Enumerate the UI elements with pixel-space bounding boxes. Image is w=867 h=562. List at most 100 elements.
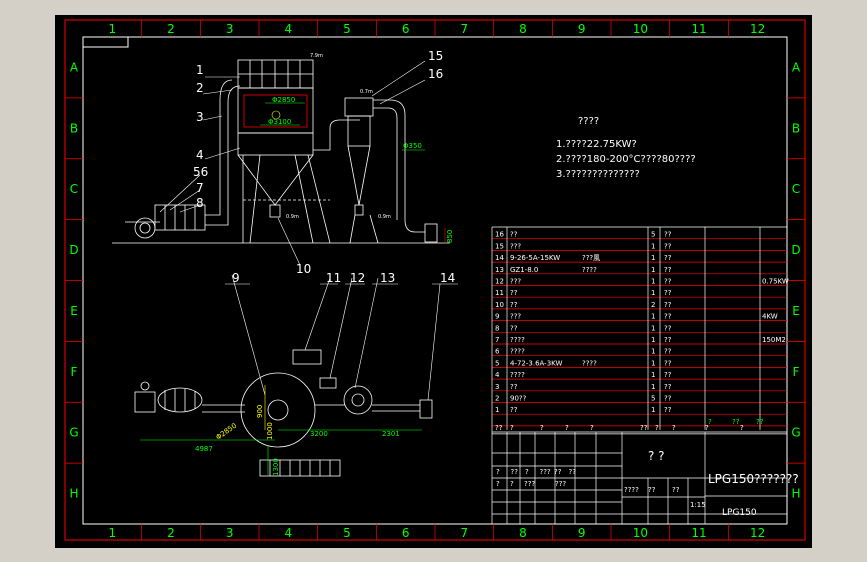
part-qty: 1 xyxy=(651,313,655,321)
notes-line: 1.????22.75KW? xyxy=(556,139,637,150)
part-name: ???? xyxy=(510,336,525,344)
parts-header-cell: ? xyxy=(705,424,709,432)
part-name: ???? xyxy=(510,348,525,356)
title-cell: ?? xyxy=(648,486,656,494)
dim-850: 850 xyxy=(446,230,454,243)
part-number: 12 xyxy=(495,278,504,286)
balloon-1: 1 xyxy=(196,63,204,77)
drawing-number: LPG150 xyxy=(722,508,757,518)
filter-plan xyxy=(134,391,156,413)
part-qty: 1 xyxy=(651,278,655,286)
column-label-bottom: 3 xyxy=(226,526,234,540)
leader-2 xyxy=(202,89,233,95)
part-name: 90?? xyxy=(510,395,527,403)
leader-13 xyxy=(354,277,379,389)
leader-56 xyxy=(159,174,201,213)
part-qty: 1 xyxy=(651,359,655,367)
balloon-10: 10 xyxy=(296,262,311,276)
balloon-2: 2 xyxy=(196,81,204,95)
part-qty: 5 xyxy=(651,231,655,239)
cone-outlet xyxy=(269,204,281,218)
part-number: 5 xyxy=(495,359,499,367)
title-cell: ??? xyxy=(555,480,566,488)
column-label-top: 4 xyxy=(285,22,293,36)
part-qty: 2 xyxy=(651,301,655,309)
title-cell: ??? xyxy=(540,468,551,476)
part-note: 150M2 xyxy=(762,336,786,344)
balloon-13: 13 xyxy=(380,271,395,285)
technical-notes: ????1.????22.75KW?2.????180-200°C????80?… xyxy=(556,116,696,180)
balloon-7: 7 xyxy=(196,181,204,195)
column-label-bottom: 12 xyxy=(750,526,765,540)
part-material: ?? xyxy=(664,266,672,274)
air-duct-left2 xyxy=(205,85,241,226)
leg-mid xyxy=(249,154,261,244)
row-label-left: F xyxy=(71,365,78,379)
nozzle-marker xyxy=(271,110,281,120)
part-qty: 1 xyxy=(651,406,655,414)
cyclone-body xyxy=(347,115,371,147)
part-qty: 1 xyxy=(651,242,655,250)
elevation-dimensions xyxy=(260,102,446,243)
balloon-12: 12 xyxy=(350,271,365,285)
title-cell: ? xyxy=(525,468,529,476)
column-label-bottom: 5 xyxy=(343,526,351,540)
parts-header-cell: ? xyxy=(565,424,569,432)
column-label-bottom: 9 xyxy=(578,526,586,540)
column-label-top: 7 xyxy=(461,22,469,36)
title-extra: ? xyxy=(708,418,712,426)
part-material: ?? xyxy=(664,301,672,309)
notes-line: 2.????180-200°C????80???? xyxy=(556,154,696,165)
drawing-title: LPG150??????? xyxy=(708,472,799,486)
part-number: 13 xyxy=(495,266,504,274)
cyc-leg1 xyxy=(349,214,356,244)
part-number: 8 xyxy=(495,324,499,332)
title-block: ? ?LPG150???????LPG1501:15??????????????… xyxy=(492,418,799,524)
part-material: ?? xyxy=(664,348,672,356)
part-material: ?? xyxy=(664,383,672,391)
plan-dimensions xyxy=(140,385,422,475)
parts-header-cell: ? xyxy=(740,424,744,432)
leader-15 xyxy=(371,60,426,97)
title-cell: ?? xyxy=(554,468,562,476)
part-material: ?? xyxy=(664,395,672,403)
fan-left-hub xyxy=(139,222,151,234)
row-label-left: G xyxy=(69,426,78,440)
part-name: ?? xyxy=(510,383,518,391)
cyclone-plan xyxy=(343,385,373,415)
row-label-right: B xyxy=(792,121,800,135)
part-qty: 1 xyxy=(651,336,655,344)
cyclone-plan-inner xyxy=(351,393,365,407)
row-label-left: B xyxy=(70,121,78,135)
title-cell: ? xyxy=(496,468,500,476)
balloon-9: 9 xyxy=(232,271,240,285)
part-material: ?? xyxy=(664,289,672,297)
part-number: 10 xyxy=(495,301,504,309)
parts-header-cell: ? xyxy=(510,424,514,432)
part-material: ?? xyxy=(664,336,672,344)
part-number: 7 xyxy=(495,336,499,344)
dim-small-1: 7.9m xyxy=(310,53,323,59)
dim-3200: 3200 xyxy=(310,430,328,438)
chamber-inner xyxy=(243,94,308,128)
title-cell: ? xyxy=(496,480,500,488)
column-label-top: 3 xyxy=(226,22,234,36)
column-label-bottom: 2 xyxy=(167,526,175,540)
part-material: ?? xyxy=(664,254,672,262)
part-qty: 1 xyxy=(651,254,655,262)
part-name: ?? xyxy=(510,231,518,239)
chamber-plan-outer xyxy=(240,372,316,448)
balloon-16: 16 xyxy=(428,67,443,81)
plan-view xyxy=(134,349,433,477)
leader-14 xyxy=(427,283,441,401)
fan-left xyxy=(134,217,156,239)
part-qty: 1 xyxy=(651,348,655,356)
part-extra: ???? xyxy=(582,359,597,367)
part-number: 3 xyxy=(495,383,499,391)
balloon-3: 3 xyxy=(196,110,204,124)
part-material: ?? xyxy=(664,359,672,367)
row-label-right: D xyxy=(791,243,800,257)
chamber-plan-inner xyxy=(267,399,289,421)
